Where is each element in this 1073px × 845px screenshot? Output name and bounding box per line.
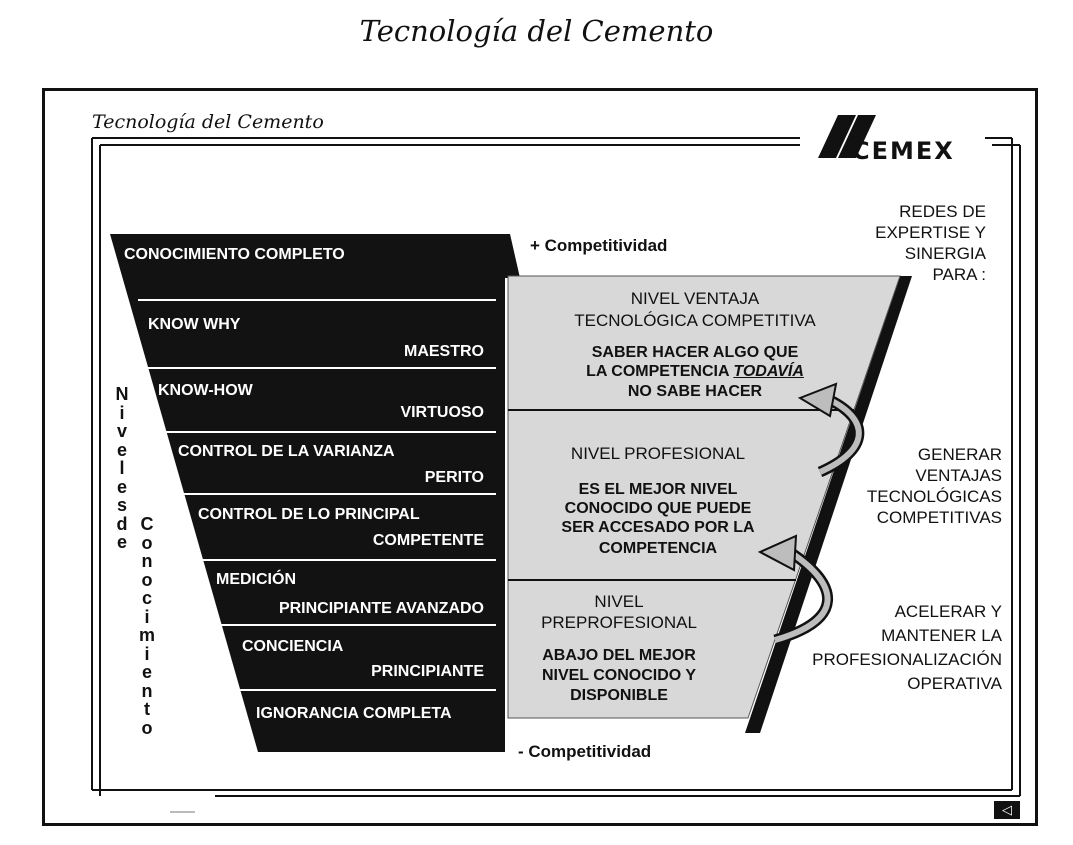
right-funnel-dividers [508, 409, 854, 581]
previous-slide-button[interactable]: ◁ [994, 801, 1020, 819]
level-desc-ventaja-1: SABER HACER ALGO QUE [591, 344, 799, 361]
vertical-letter: e [116, 439, 127, 460]
level-label-conocimiento-completo: CONOCIMIENTO COMPLETO [124, 246, 345, 263]
vertical-letter: o [141, 532, 153, 553]
level-label-competente: COMPETENTE [372, 532, 484, 549]
vertical-letter: N [115, 384, 129, 404]
level-desc-profesional-1: ES EL MEJOR NIVEL [578, 481, 738, 498]
level-desc-preprofesional-1: ABAJO DEL MEJOR [542, 647, 696, 664]
vertical-letter: s [116, 495, 127, 515]
level-label-virtuoso: VIRTUOSO [400, 404, 484, 421]
axis-label-minus-competitividad: - Competitividad [518, 742, 652, 761]
vertical-letter: i [144, 643, 150, 664]
vertical-letter: n [141, 551, 153, 571]
level-label-medicion: MEDICIÓN [216, 571, 296, 588]
level-label-principiante-avanzado: PRINCIPIANTE AVANZADO [278, 600, 484, 617]
vertical-letter: i [144, 606, 150, 627]
vertical-letter: i [119, 402, 125, 423]
level-label-principiante: PRINCIPIANTE [371, 663, 484, 680]
vertical-letter: n [141, 680, 153, 701]
vertical-letter: e [116, 532, 127, 552]
slide-title: Tecnología del Cemento [92, 111, 324, 133]
level-label-maestro: MAESTRO [404, 343, 484, 360]
level-title-ventaja-2: TECNOLÓGICA COMPETITIVA [574, 311, 816, 330]
vertical-letter: v [116, 421, 127, 441]
axis-label-plus-competitividad: + Competitividad [530, 236, 668, 255]
side-note-redes: REDES DE EXPERTISE Y SINERGIA PARA : [875, 202, 986, 284]
level-label-ignorancia-completa: IGNORANCIA COMPLETA [256, 705, 452, 722]
level-label-perito: PERITO [424, 469, 484, 486]
vertical-letter: m [138, 625, 155, 645]
vertical-letter: t [144, 699, 150, 719]
curved-arrow-icon-lower [757, 534, 834, 646]
curved-arrow-icon-upper [797, 382, 865, 478]
cemex-logo-text: CEMEX [852, 137, 955, 165]
side-note-acelerar: ACELERAR Y MANTENER LA PROFESIONALIZACIÓ… [812, 602, 1002, 693]
level-title-ventaja-1: NIVEL VENTAJA [630, 289, 760, 308]
vertical-letter: C [140, 514, 154, 534]
right-funnel-shadow [745, 276, 912, 733]
slide-frame [42, 88, 1038, 826]
left-funnel-dividers [138, 299, 496, 691]
side-note-generar: GENERAR VENTAJAS TECNOLÓGICAS COMPETITIV… [866, 445, 1002, 527]
level-desc-profesional-2: CONOCIDO QUE PUEDE [564, 500, 752, 517]
level-desc-preprofesional-3: DISPONIBLE [570, 687, 668, 704]
level-title-preprofesional-1: NIVEL [594, 592, 644, 611]
level-desc-ventaja-2: LA COMPETENCIA TODAVÍA [586, 363, 804, 380]
level-desc-preprofesional-2: NIVEL CONOCIDO Y [541, 667, 697, 684]
cemex-logo-icon [818, 115, 876, 158]
level-label-conciencia: CONCIENCIA [242, 638, 344, 655]
level-title-profesional: NIVEL PROFESIONAL [570, 444, 746, 463]
level-desc-profesional-3: SER ACCESADO POR LA [561, 519, 755, 536]
vertical-letter: o [141, 717, 153, 738]
level-label-control-principal: CONTROL DE LO PRINCIPAL [198, 506, 420, 523]
page-title: Tecnología del Cemento [359, 14, 714, 48]
level-desc-ventaja-3: NO SABE HACER [627, 383, 763, 400]
vertical-letter: e [141, 662, 152, 682]
vertical-letter: e [116, 476, 127, 497]
right-funnel [507, 275, 901, 719]
level-title-preprofesional-2: PREPROFESIONAL [541, 613, 697, 632]
level-label-know-how: KNOW-HOW [158, 382, 253, 399]
level-desc-profesional-4: COMPETENCIA [598, 540, 718, 557]
vertical-letter: c [141, 588, 152, 608]
vertical-letter: l [119, 458, 125, 478]
up-arrow-icon [500, 234, 520, 278]
vertical-letter: d [116, 513, 128, 534]
level-label-know-why: KNOW WHY [148, 316, 241, 333]
level-label-control-varianza: CONTROL DE LA VARIANZA [178, 443, 395, 460]
vertical-letter: o [141, 569, 153, 590]
